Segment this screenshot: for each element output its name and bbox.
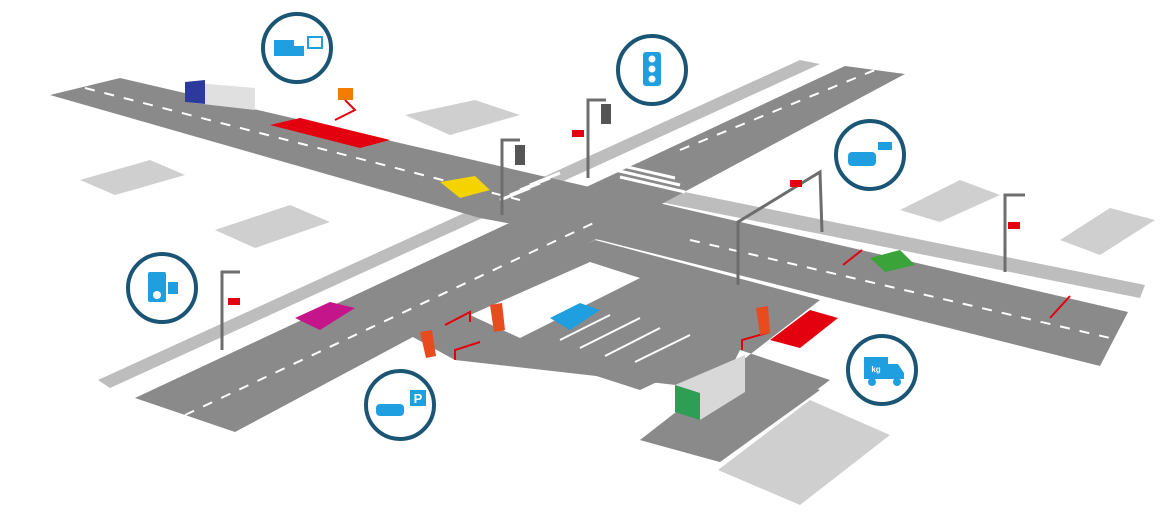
car-magenta bbox=[295, 302, 355, 330]
weigh-zone bbox=[270, 118, 390, 148]
barrier-posts bbox=[420, 303, 770, 358]
car-blue bbox=[550, 303, 600, 330]
island bbox=[470, 262, 640, 338]
city-blocks bbox=[80, 100, 1155, 505]
weigh-zone bbox=[770, 310, 838, 348]
parking-icon bbox=[376, 404, 404, 416]
sidewalk bbox=[640, 185, 1145, 298]
vehicles bbox=[185, 80, 915, 420]
camera-box-icon bbox=[148, 272, 166, 302]
lane-markings bbox=[84, 69, 1111, 416]
block bbox=[405, 100, 520, 135]
block bbox=[900, 180, 1000, 222]
sidewalk bbox=[98, 60, 820, 388]
cross-road bbox=[135, 66, 905, 432]
truck-kg-icon bbox=[864, 357, 888, 379]
truck-scale-icon bbox=[274, 40, 294, 56]
badge-traffic-light[interactable] bbox=[616, 34, 688, 106]
badge-parking[interactable]: P bbox=[364, 369, 436, 441]
block bbox=[215, 205, 330, 248]
kg-label: kg bbox=[871, 365, 880, 374]
traffic-lights bbox=[515, 104, 611, 165]
block bbox=[1060, 208, 1155, 255]
badge-speed-camera-car[interactable] bbox=[834, 119, 906, 191]
parking-area bbox=[500, 300, 725, 390]
crosswalks bbox=[499, 161, 686, 202]
car-camera-icon bbox=[848, 152, 876, 166]
car-yellow bbox=[440, 176, 490, 198]
badge-speed-camera[interactable] bbox=[126, 252, 198, 324]
car-green bbox=[870, 250, 915, 272]
block bbox=[80, 160, 185, 195]
exit-road bbox=[640, 370, 820, 462]
scale-sign bbox=[338, 88, 353, 100]
cameras bbox=[228, 130, 1020, 305]
poles bbox=[220, 98, 1025, 350]
badge-truck-weigh-station[interactable] bbox=[261, 12, 333, 84]
parking-lines bbox=[559, 314, 691, 363]
badge-weight-truck[interactable]: kg bbox=[846, 334, 918, 406]
block bbox=[718, 400, 890, 505]
parking-label: P bbox=[414, 391, 423, 406]
